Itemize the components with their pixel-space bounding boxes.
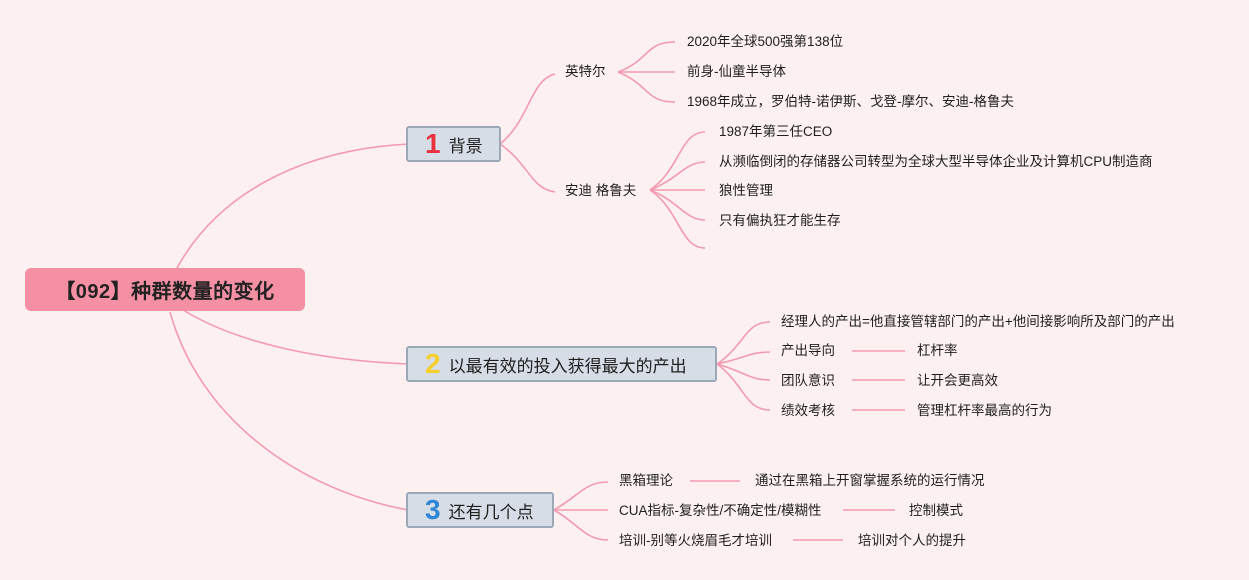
topic-intel-detail[interactable]: 2020年全球500强第138位 (687, 34, 844, 49)
topic-detail[interactable]: 通过在黑箱上开窗掌握系统的运行情况 (755, 473, 985, 488)
topic-performance-review[interactable]: 绩效考核 (781, 403, 835, 418)
topic-output-oriented[interactable]: 产出导向 (781, 343, 835, 358)
link-root-branch3 (169, 311, 409, 511)
branch-3-node[interactable]: 3 还有几个点 (406, 492, 554, 528)
topic-detail[interactable]: 让开会更高效 (917, 373, 998, 388)
topic-intel[interactable]: 英特尔 (565, 64, 606, 79)
link-b1-andy (499, 143, 556, 193)
topic-andy-detail[interactable]: 1987年第三任CEO (719, 124, 833, 139)
branch-1-node[interactable]: 1 背景 (406, 126, 501, 162)
topic-training[interactable]: 培训-别等火烧眉毛才培训 (619, 533, 772, 548)
branch-number-1: 1 (425, 128, 441, 159)
topic-black-box[interactable]: 黑箱理论 (619, 473, 673, 488)
root-node[interactable]: 【092】种群数量的变化 (25, 268, 305, 311)
branch-3-label: 还有几个点 (448, 502, 534, 522)
branch-number-3: 3 (425, 494, 441, 525)
topic-andy-grove[interactable]: 安迪 格鲁夫 (565, 183, 637, 198)
root-title: 【092】种群数量的变化 (55, 281, 275, 303)
topic-detail[interactable]: 杠杆率 (917, 343, 958, 358)
topic-intel-detail[interactable]: 前身-仙童半导体 (687, 64, 786, 79)
topic-team-awareness[interactable]: 团队意识 (781, 373, 835, 388)
branch-2-label: 以最有效的投入获得最大的产出 (448, 356, 687, 376)
topic-andy-detail[interactable]: 从濒临倒闭的存储器公司转型为全球大型半导体企业及计算机CPU制造商 (719, 154, 1153, 169)
link-b1-intel (499, 73, 556, 145)
branch-number-2: 2 (425, 348, 441, 379)
topic-intel-detail[interactable]: 1968年成立，罗伯特-诺伊斯、戈登-摩尔、安迪-格鲁夫 (687, 94, 1015, 109)
topic-detail[interactable]: 培训对个人的提升 (858, 533, 966, 548)
topic-detail[interactable]: 管理杠杆率最高的行为 (917, 403, 1052, 418)
link-root-branch1 (169, 143, 409, 283)
topic-cua-metrics[interactable]: CUA指标-复杂性/不确定性/模糊性 (619, 503, 822, 518)
topic-andy-detail[interactable]: 只有偏执狂才能生存 (719, 213, 841, 228)
branch-2-node[interactable]: 2 以最有效的投入获得最大的产出 (406, 346, 717, 382)
link-root-branch2 (179, 307, 409, 365)
topic-manager-output[interactable]: 经理人的产出=他直接管辖部门的产出+他间接影响所及部门的产出 (781, 314, 1175, 329)
branch-1-label: 背景 (448, 136, 483, 156)
topic-detail[interactable]: 控制模式 (909, 503, 963, 518)
topic-andy-detail[interactable]: 狼性管理 (719, 183, 773, 198)
